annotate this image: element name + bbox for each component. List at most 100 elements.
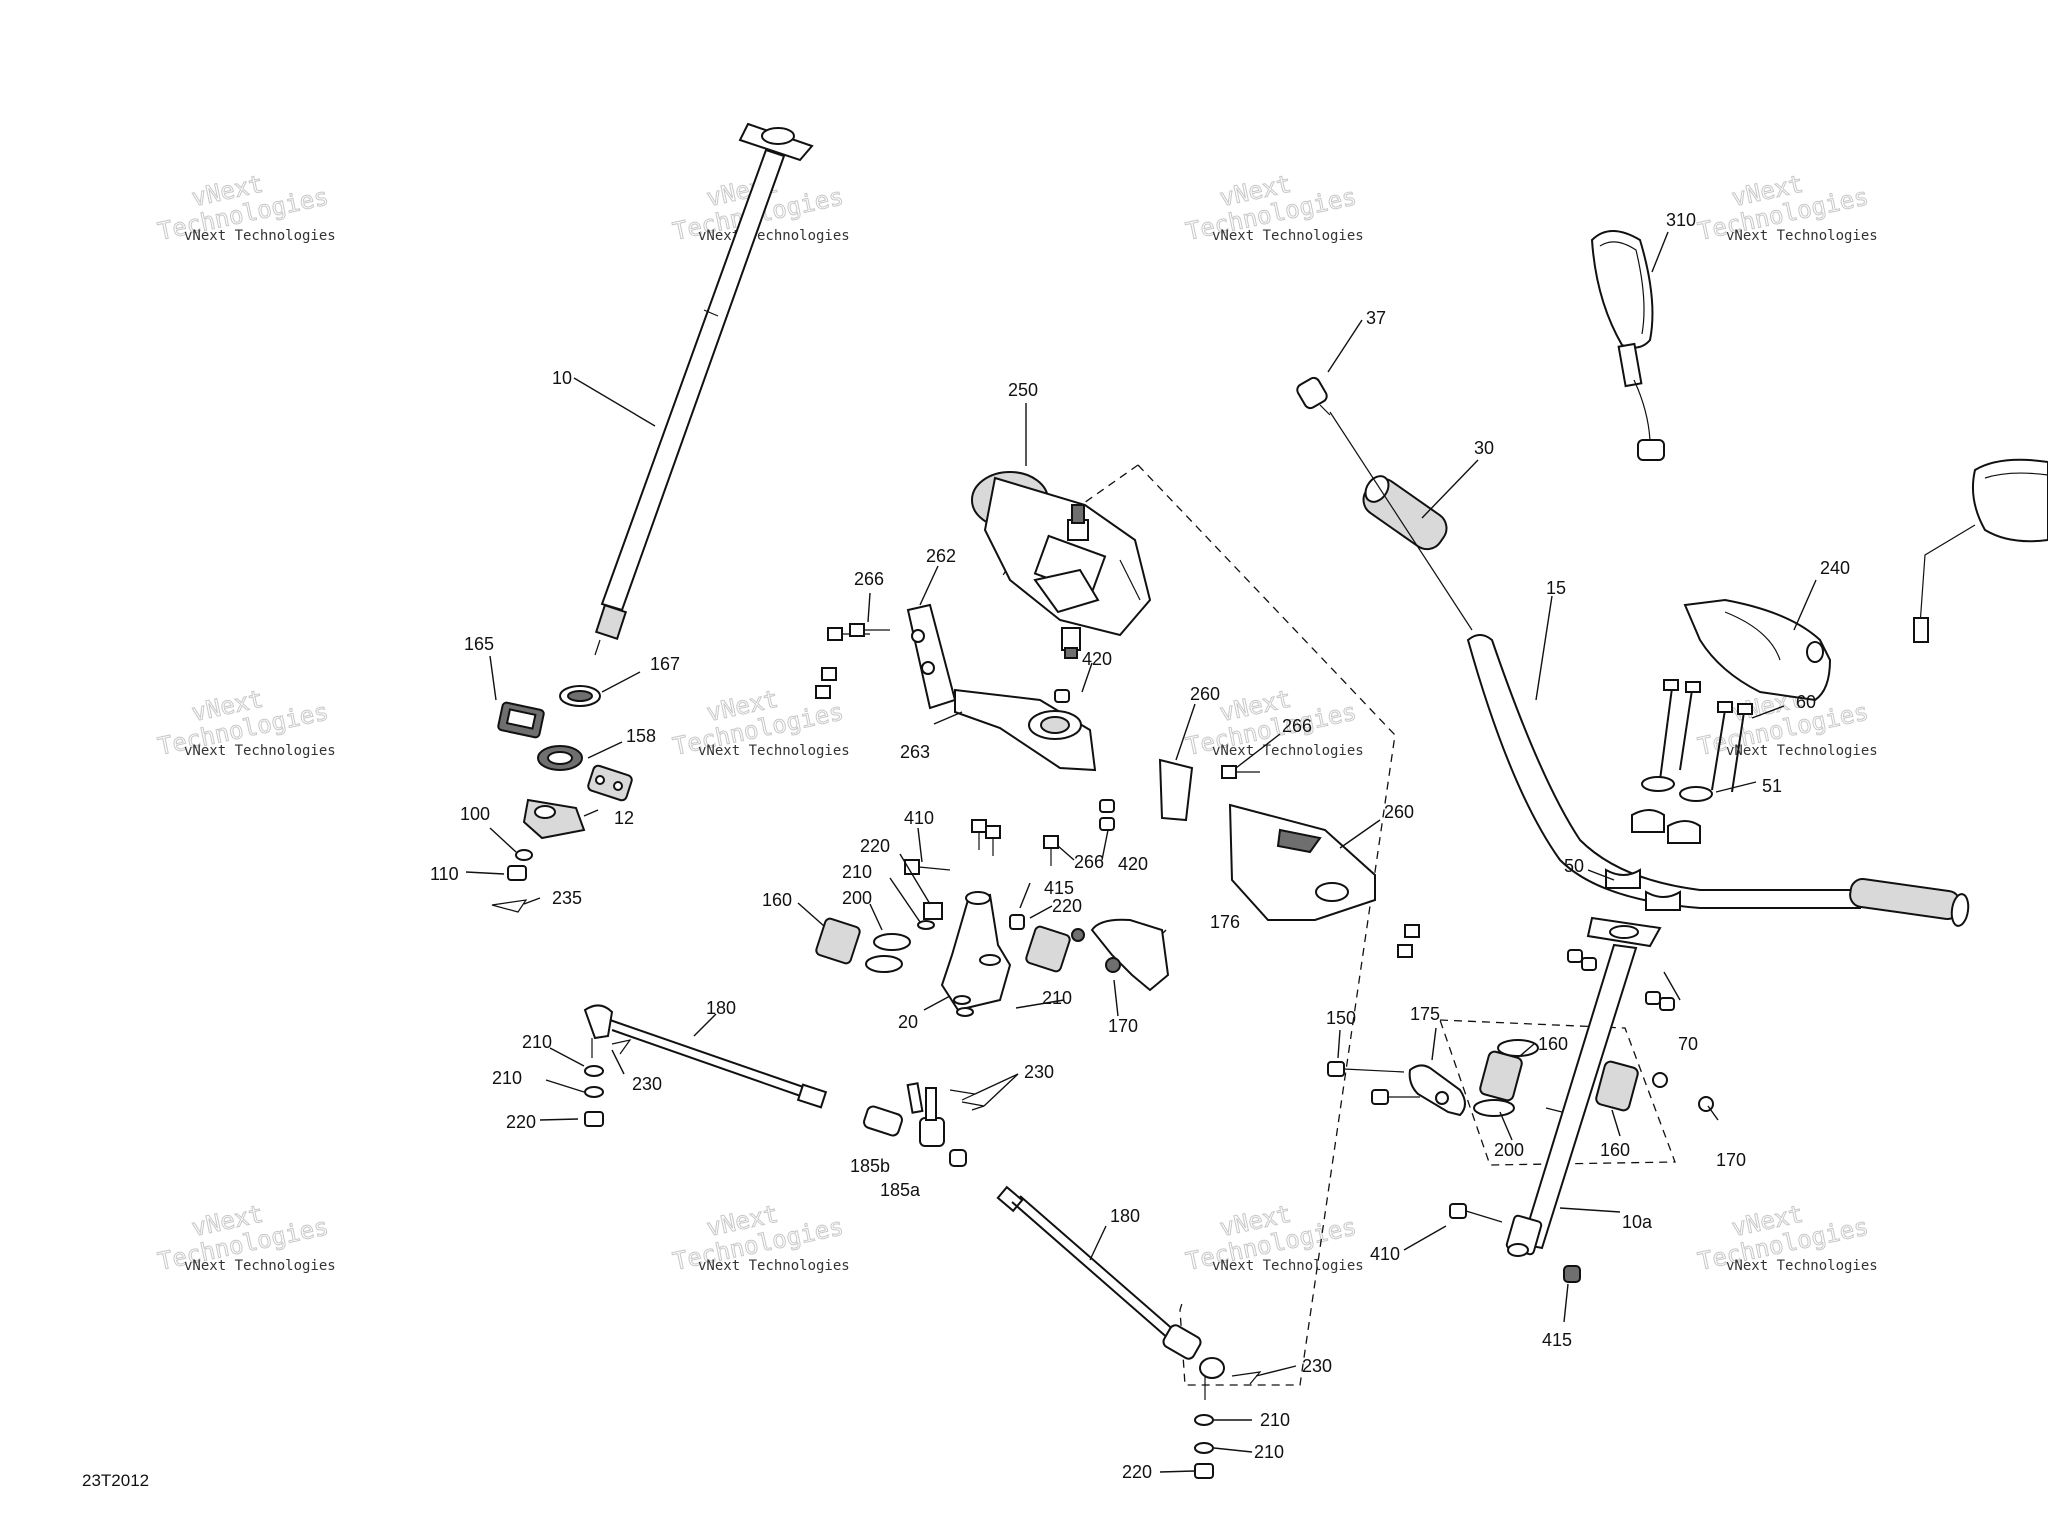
watermark-text-3: vNext Technologies xyxy=(1212,228,1364,244)
label-263: 263 xyxy=(900,742,930,762)
label-210-upper-left-a: 210 xyxy=(522,1032,552,1052)
handlebar-15 xyxy=(1466,634,1970,927)
label-160-right-b: 160 xyxy=(1600,1140,1630,1160)
bolt-410-right xyxy=(1449,1203,1503,1223)
nut-100 xyxy=(515,849,533,861)
bolts-266-lower xyxy=(971,819,1059,866)
pitman-arm-12 xyxy=(522,798,586,840)
pin-230-lower xyxy=(1231,1371,1262,1385)
clamps-50 xyxy=(1605,809,1701,911)
watermark-text-2: vNext Technologies xyxy=(698,228,850,244)
label-266-top: 266 xyxy=(854,569,884,589)
label-415-right: 415 xyxy=(1542,1330,1572,1350)
label-30: 30 xyxy=(1474,438,1494,458)
label-37: 37 xyxy=(1366,308,1386,328)
tie-rod-180-upper xyxy=(583,1004,828,1109)
bearing-160-right-b xyxy=(1595,1060,1639,1112)
assembly-outline-center xyxy=(1137,464,1396,1386)
bolts-60 xyxy=(1659,679,1753,793)
watermark-text-7: vNext Technologies xyxy=(1212,743,1364,759)
label-12: 12 xyxy=(614,808,634,828)
watermark-text-9: vNext Technologies xyxy=(184,1258,336,1274)
tie-rod-end-185 xyxy=(863,1082,967,1167)
label-10: 10 xyxy=(552,368,572,388)
bearing-160-left xyxy=(815,917,861,965)
label-100: 100 xyxy=(460,804,490,824)
nuts-420 xyxy=(1054,689,1115,831)
label-51: 51 xyxy=(1762,776,1782,796)
bolt-410-left xyxy=(904,859,951,875)
pin-230-upper-left xyxy=(611,1039,632,1055)
label-250: 250 xyxy=(1008,380,1038,400)
label-262: 262 xyxy=(926,546,956,566)
bar-end-37 xyxy=(1296,376,1331,416)
label-185b: 185b xyxy=(850,1156,890,1176)
label-230-center: 230 xyxy=(1024,1062,1054,1082)
pin-235 xyxy=(491,899,528,913)
label-160-right-a: 160 xyxy=(1538,1034,1568,1054)
label-235: 235 xyxy=(552,888,582,908)
cover-240 xyxy=(1683,598,1832,702)
pins-230-center xyxy=(949,1089,985,1111)
bracket-260-small xyxy=(1158,758,1260,822)
nut-110 xyxy=(507,865,527,881)
label-20: 20 xyxy=(898,1012,918,1032)
steering-column-10a xyxy=(1505,916,1662,1257)
watermark-text-11: vNext Technologies xyxy=(1212,1258,1364,1274)
spacers-51 xyxy=(1641,776,1713,802)
watermark-text-8: vNext Technologies xyxy=(1726,743,1878,759)
axis-line-handlebar xyxy=(1329,411,1473,631)
label-176: 176 xyxy=(1210,912,1240,932)
label-170-left: 170 xyxy=(1108,1016,1138,1036)
bearing-160-mid xyxy=(1025,925,1085,973)
seals-200-right xyxy=(1473,1039,1539,1117)
watermark-text-6: vNext Technologies xyxy=(698,743,850,759)
bolt-150 xyxy=(1327,1061,1405,1077)
label-185a: 185a xyxy=(880,1180,921,1200)
washers-210-220-lower xyxy=(1194,1414,1214,1479)
label-167: 167 xyxy=(650,654,680,674)
bracket-262 xyxy=(906,603,957,710)
watermark-text-1: vNext Technologies xyxy=(184,228,336,244)
watermark-text-4: vNext Technologies xyxy=(1726,228,1878,244)
bolt-150-lower xyxy=(1371,1089,1420,1105)
bracket-175 xyxy=(1408,1064,1466,1117)
watermarks: Technologies vNext vNext Technologies Te… xyxy=(155,169,1878,1276)
assembly-outline-clamp xyxy=(1439,1019,1676,1166)
spacers-210-220-left xyxy=(917,902,943,930)
washers-210-220-upper-left xyxy=(584,1065,604,1127)
label-415-left: 415 xyxy=(1044,878,1074,898)
power-steering-unit-250 xyxy=(971,471,1152,659)
label-110: 110 xyxy=(430,864,459,884)
label-230-lower: 230 xyxy=(1302,1356,1332,1376)
label-210-left: 210 xyxy=(842,862,872,882)
diagram-reference-code: 23T2012 xyxy=(82,1471,149,1490)
label-60: 60 xyxy=(1796,692,1816,712)
label-210-lower-b: 210 xyxy=(1254,1442,1284,1462)
label-410-right: 410 xyxy=(1370,1244,1400,1264)
label-260-large: 260 xyxy=(1384,802,1414,822)
label-180-lower: 180 xyxy=(1110,1206,1140,1226)
label-150: 150 xyxy=(1326,1008,1356,1028)
label-200-left: 200 xyxy=(842,888,872,908)
bracket-263 xyxy=(954,688,1097,772)
bearing-167 xyxy=(559,685,601,707)
label-220-upper-left: 220 xyxy=(506,1112,536,1132)
bolts-266-left xyxy=(815,623,890,699)
label-220-mid: 220 xyxy=(1052,896,1082,916)
label-175: 175 xyxy=(1410,1004,1440,1024)
label-165: 165 xyxy=(464,634,494,654)
label-50: 50 xyxy=(1564,856,1584,876)
watermark-text-5: vNext Technologies xyxy=(184,743,336,759)
label-160-left: 160 xyxy=(762,890,792,910)
label-240: 240 xyxy=(1820,558,1850,578)
bracket-260-large xyxy=(1228,803,1420,958)
nuts-170-right xyxy=(1652,1072,1714,1112)
label-310: 310 xyxy=(1666,210,1696,230)
label-230-upper-left: 230 xyxy=(632,1074,662,1094)
mirror-310 xyxy=(1590,230,1665,461)
bearing-160-right-a xyxy=(1479,1050,1523,1102)
label-158: 158 xyxy=(626,726,656,746)
nuts-70 xyxy=(1567,949,1675,1011)
